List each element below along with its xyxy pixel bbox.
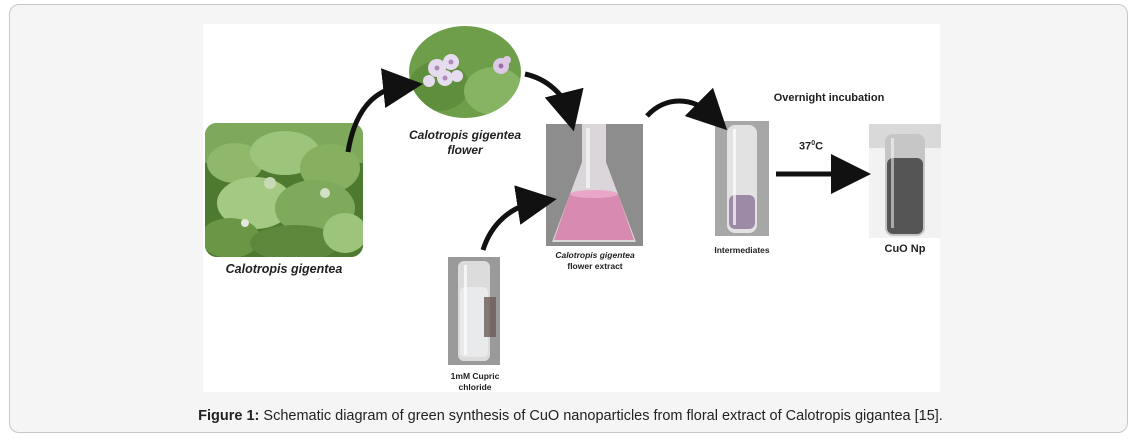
arrow-cupric-to-extract [480, 185, 557, 251]
plant-photo [205, 123, 363, 257]
extract-label: Calotropis gigentea flower extract [539, 250, 651, 272]
flower-label: Calotropis gigentea flower [399, 128, 531, 158]
cupric-label-line2: chloride [458, 382, 492, 392]
temperature-label: 370C [781, 140, 841, 153]
extract-label-line2: flower extract [567, 261, 623, 271]
plant-label: Calotropis gigentea [225, 262, 343, 276]
cupric-label: 1mM Cupric chloride [429, 371, 521, 393]
extract-label-line1: Calotropis gigentea [555, 250, 635, 260]
temperature-superscript: 0 [811, 140, 816, 147]
flower-label-line2: flower [447, 143, 483, 157]
caption-label: Figure 1: [198, 408, 260, 424]
product-label: CuO Np [884, 243, 926, 255]
arrow-extract-to-intermediates [645, 87, 728, 131]
extract-flask-photo [546, 124, 643, 246]
arrows-layer [345, 68, 871, 251]
incubation-label: Overnight incubation [773, 92, 885, 104]
figure-caption: Figure 1: Schematic diagram of green syn… [0, 408, 1141, 424]
cupric-label-line1: 1mM Cupric [450, 371, 500, 381]
arrow-plant-to-flower [345, 68, 423, 153]
temperature-value: 37 [798, 140, 812, 153]
cuo-np-tube-photo [869, 124, 941, 238]
caption-text: Schematic diagram of green synthesis of … [259, 408, 943, 424]
flower-label-line1: Calotropis gigentea [408, 128, 521, 142]
intermediates-tube-photo [715, 121, 769, 236]
cupric-chloride-photo [448, 257, 500, 365]
intermediates-label: Intermediates [714, 245, 770, 255]
temperature-unit: C [815, 140, 824, 153]
arrow-flower-to-extract [524, 71, 584, 132]
synthesis-diagram: Calotropis gigentea Calotropis gigentea … [203, 24, 941, 393]
